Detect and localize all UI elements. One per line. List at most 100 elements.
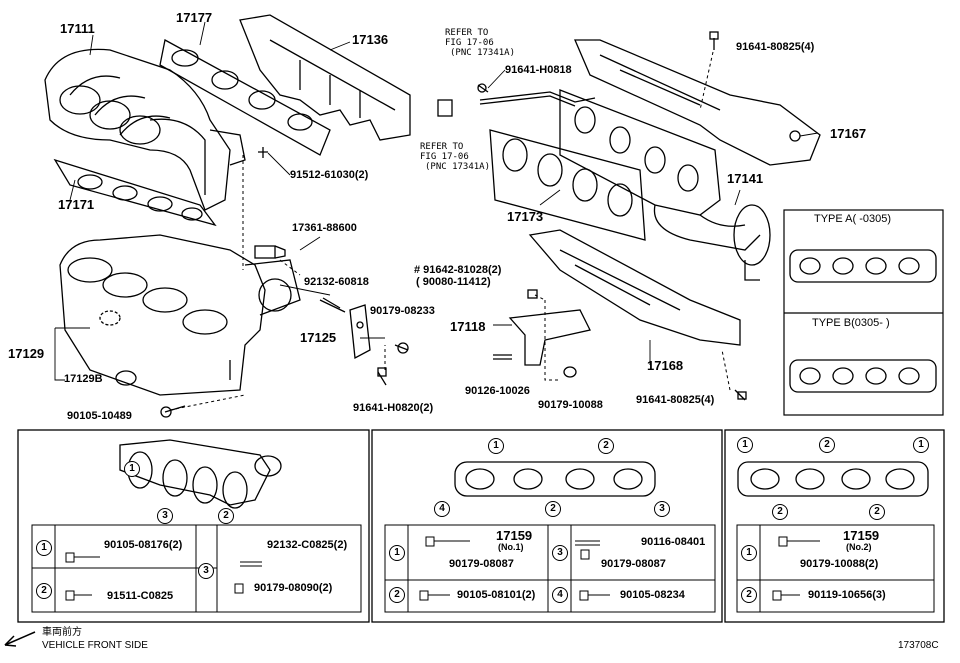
mid-part-sub: (No.1) [498, 542, 524, 552]
refer1-line3: (PNC 17341A) [450, 48, 516, 58]
left-row2-part: 91511-C0825 [107, 590, 174, 602]
right-row2-part: 90119-10656(3) [808, 589, 886, 601]
panel-right-gasket [737, 461, 929, 497]
label-17361: 17361-88600 [292, 222, 357, 234]
refer1-line2: FIG 17-06 [445, 38, 494, 48]
bracket-17118 [508, 309, 591, 366]
insulator-17168 [528, 229, 741, 346]
label-90126: 90126-10026 [465, 385, 530, 397]
right-sketch-circle-2a: 2 [819, 437, 835, 453]
label-17129: 17129 [8, 346, 45, 361]
table-bolt-glyphs [65, 536, 820, 601]
left-row2-circle: 2 [36, 583, 52, 599]
right-sketch-circle-1a: 1 [737, 437, 753, 453]
label-90179b: 90179-10088 [538, 399, 603, 411]
left-sketch-circle-1: 1 [124, 461, 140, 477]
mid-part-17159: 17159 [496, 528, 533, 543]
type-b-label: TYPE B(0305- ) [812, 317, 890, 329]
panel-mid-frame [371, 429, 723, 623]
mid-sketch-circle-2a: 2 [598, 438, 614, 454]
right-row2-circle: 2 [741, 587, 757, 603]
mid-sketch-circle-3: 3 [654, 501, 670, 517]
spacer-17361 [254, 245, 286, 259]
mid-row4-circle: 4 [552, 587, 568, 603]
insulator-17167 [574, 39, 821, 166]
label-17173: 17173 [507, 209, 544, 224]
front-side-label: VEHICLE FRONT SIDE [42, 640, 148, 651]
gasket-17173 [489, 129, 646, 241]
bracket-17125 [319, 299, 371, 360]
mid-row3b-part: 90179-08087 [601, 558, 666, 570]
left-sketch-circle-2: 2 [218, 508, 234, 524]
label-17118: 17118 [450, 319, 486, 334]
right-sketch-circle-2b: 2 [772, 504, 788, 520]
right-row1-circle: 1 [741, 545, 757, 561]
mid-row1-part: 90179-08087 [449, 558, 514, 570]
label-91512: 91512-61030(2) [290, 169, 369, 181]
label-91642: # 91642-81028(2) [414, 264, 502, 276]
mid-sketch-circle-1: 1 [488, 438, 504, 454]
mid-sketch-circle-2b: 2 [545, 501, 561, 517]
mid-row2-circle: 2 [389, 587, 405, 603]
panel-mid-gasket [454, 461, 656, 497]
left-sketch-circle-3: 3 [157, 508, 173, 524]
panel-tables [31, 524, 935, 613]
front-arrow-icon [4, 631, 36, 647]
label-17125: 17125 [300, 330, 337, 345]
panel-right-frame [724, 429, 945, 623]
exhaust-manifold-17141 [559, 89, 771, 281]
refer2-line2: FIG 17-06 [420, 152, 469, 162]
left-row1-circle: 1 [36, 540, 52, 556]
label-17129B: 17129B [64, 373, 103, 385]
right-sketch-circle-1b: 1 [913, 437, 929, 453]
label-91641b: 91641-H0820(2) [353, 402, 434, 414]
left-row3a-part: 92132-C0825(2) [267, 539, 348, 551]
mid-row1-circle: 1 [389, 545, 405, 561]
mid-row3a-part: 90116-08401 [641, 536, 706, 548]
mid-sketch-circle-4: 4 [434, 501, 450, 517]
gasket-type-a [789, 249, 937, 283]
refer1-line1: REFER TO [445, 28, 489, 38]
label-17177: 17177 [176, 10, 213, 25]
left-row3-circle: 3 [198, 563, 214, 579]
mid-row2-part: 90105-08101(2) [457, 589, 536, 601]
label-92132: 92132-60818 [304, 276, 369, 288]
left-row1-part: 90105-08176(2) [104, 539, 183, 551]
label-91641a: 91641-80825(4) [736, 41, 815, 53]
type-a-label: TYPE A( -0305) [814, 213, 892, 225]
mid-row4-part: 90105-08234 [620, 589, 685, 601]
label-17141: 17141 [727, 171, 764, 186]
right-sketch-circle-2c: 2 [869, 504, 885, 520]
right-row1-part: 90179-10088(2) [800, 558, 879, 570]
leader-dashes [169, 51, 731, 411]
gasket-17177 [159, 39, 331, 156]
refer2-line3: (PNC 17341A) [425, 162, 491, 172]
bolts-left [160, 147, 409, 418]
label-17167: 17167 [830, 126, 867, 141]
intake-runners-17111 [44, 48, 246, 211]
pipe [437, 91, 596, 117]
label-91641h: 91641-H0818 [505, 64, 572, 76]
right-part-sub: (No.2) [846, 542, 872, 552]
label-90080: ( 90080-11412) [416, 276, 491, 288]
gasket-17171 [53, 158, 217, 227]
mid-row3-circle: 3 [552, 545, 568, 561]
refer2-line1: REFER TO [420, 142, 464, 152]
right-part-17159: 17159 [843, 528, 880, 543]
gasket-type-b [789, 359, 937, 393]
label-17111: 17111 [60, 21, 95, 36]
label-17168: 17168 [647, 358, 684, 373]
front-jp-label: 車両前方 [42, 627, 82, 638]
label-17136: 17136 [352, 32, 389, 47]
label-91641c: 91641-80825(4) [636, 394, 715, 406]
panel-left-sketch [119, 439, 282, 509]
bolts-right [477, 31, 747, 401]
intake-chamber-17129 [59, 234, 301, 396]
bracket-17136 [239, 14, 411, 141]
figure-code: 173708C [898, 640, 939, 651]
panel-left-frame [17, 429, 370, 623]
left-row3b-part: 90179-08090(2) [254, 582, 333, 594]
leader-lines [54, 21, 819, 381]
label-90105: 90105-10489 [67, 410, 132, 422]
